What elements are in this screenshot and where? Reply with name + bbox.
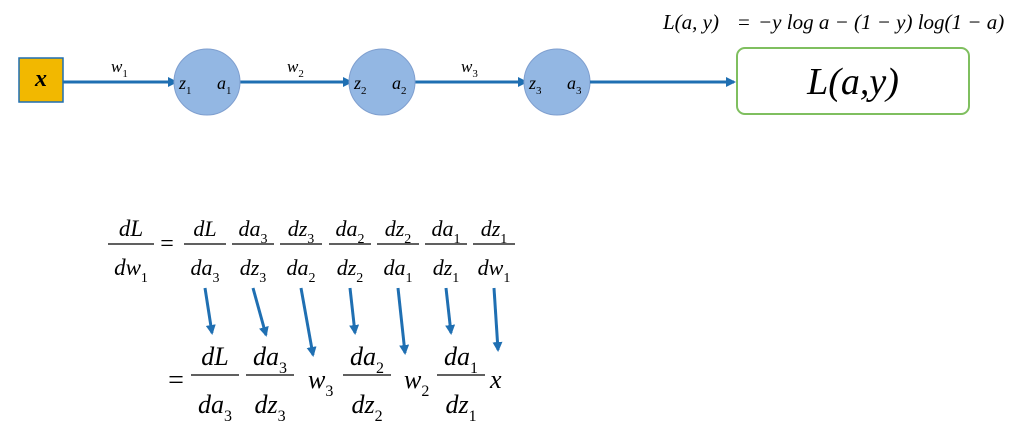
fraction-numerator: da3: [253, 342, 287, 377]
simplified-term-x: x: [489, 365, 502, 394]
fraction-denominator: dz2: [337, 255, 364, 286]
fraction-denominator: da3: [198, 390, 232, 425]
neuron-a-label: a2: [392, 73, 407, 97]
neuron-a-label: a3: [567, 73, 582, 97]
chain-rule-lhs: dL dw1: [108, 216, 154, 286]
chain-down-arrow-4: [348, 287, 360, 335]
edge-weight-3: w3: [461, 57, 478, 80]
fraction-denominator: dz3: [254, 390, 285, 425]
simplified-fraction-1: dL da3: [191, 342, 239, 425]
fraction-numerator: dL: [119, 216, 143, 241]
fraction-denominator: dz3: [240, 255, 267, 286]
loss-node: L(a,y): [736, 47, 970, 115]
chain-down-arrow-7: [492, 287, 503, 352]
chain-down-arrow-6: [444, 287, 456, 335]
fraction-denominator: dw1: [114, 255, 148, 286]
loss-formula: L(a, y) = −y log a − (1 − y) log(1 − a): [662, 10, 1004, 34]
fraction-numerator: dz3: [288, 216, 315, 247]
chain-down-arrow-2: [251, 287, 269, 337]
fraction-numerator: da1: [432, 216, 461, 247]
fraction-numerator: da1: [444, 342, 478, 377]
fraction-denominator: da1: [384, 255, 413, 286]
input-box: [18, 57, 64, 103]
neuron-2: z2 a2: [348, 48, 416, 116]
neuron-circle: [173, 48, 241, 116]
chain-rule-factor-1: dL da3: [184, 216, 226, 286]
fraction-denominator: dz2: [351, 390, 382, 425]
fraction-numerator: dL: [193, 216, 216, 241]
fraction-numerator: da2: [336, 216, 365, 247]
simplified-term-w2: w2: [404, 365, 429, 400]
fraction-denominator: da2: [287, 255, 316, 286]
fraction-numerator: da3: [239, 216, 268, 247]
fraction-denominator: da3: [191, 255, 220, 286]
fraction-numerator: dz1: [481, 216, 508, 247]
fraction-numerator: dz2: [385, 216, 412, 247]
simplified-term-w3: w3: [308, 365, 333, 400]
fraction-denominator: dz1: [433, 255, 460, 286]
fraction-denominator: dw1: [478, 255, 511, 286]
fraction-numerator: da2: [350, 342, 384, 377]
neuron-z-label: z3: [528, 73, 542, 97]
neuron-z-label: z1: [178, 73, 192, 97]
edge-weight-2: w2: [287, 57, 304, 80]
input-label: x: [34, 66, 47, 92]
neuron-circle: [348, 48, 416, 116]
fraction-numerator: dL: [201, 342, 228, 371]
neuron-a-label: a1: [217, 73, 232, 97]
loss-box: [736, 47, 970, 115]
fraction-denominator: dz1: [445, 390, 476, 425]
neuron-3: z3 a3: [523, 48, 591, 116]
loss-box-label: L(a,y): [806, 61, 899, 103]
loss-formula-rhs: −y log a − (1 − y) log(1 − a): [758, 10, 1004, 34]
chain-down-arrow-3: [299, 287, 317, 357]
chain-down-arrow-1: [203, 287, 216, 335]
neuron-z-label: z2: [353, 73, 367, 97]
neuron-1: z1 a1: [173, 48, 241, 116]
input-node: x: [18, 57, 64, 103]
edge-weight-1: w1: [111, 57, 128, 80]
chain-down-arrow-5: [396, 287, 410, 355]
chain-rule-equals: =: [160, 231, 174, 257]
loss-formula-equals: =: [738, 10, 750, 34]
loss-formula-lhs: L(a, y): [662, 10, 719, 34]
chain-rule-equation: dLdw1=dLda3da3dz3dz3da2da2dz2dz2da1da1dz…: [108, 216, 515, 286]
simplified-equals: =: [168, 365, 184, 396]
